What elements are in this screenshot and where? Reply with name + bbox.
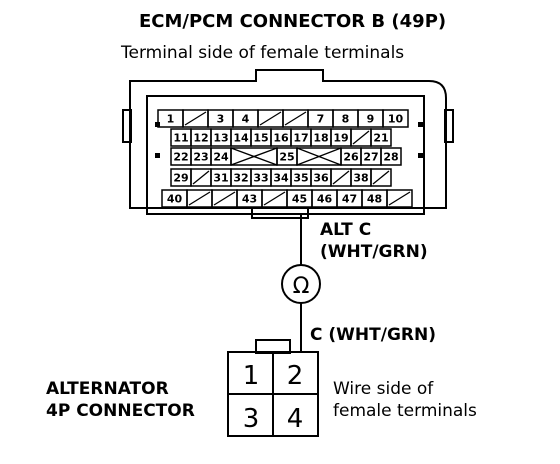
note-line2: female terminals	[333, 401, 477, 421]
ecm-pin-blank-x-line	[296, 147, 342, 166]
ecm-pin-number: 38	[353, 172, 368, 185]
ecm-pin-number: 11	[173, 132, 188, 145]
ecm-pin-empty-slash	[263, 191, 286, 206]
ecm-pin-number: 15	[253, 132, 268, 145]
ecm-pin-empty-slash	[184, 111, 207, 126]
ecm-pin-cell	[386, 189, 413, 208]
ecm-left-marker-bottom	[155, 153, 160, 158]
ecm-pin-empty-slash	[213, 191, 236, 206]
ecm-pin-empty-slash	[192, 170, 210, 185]
ecm-pin-number: 13	[213, 132, 228, 145]
ecm-pin-number: 18	[313, 132, 328, 145]
ecm-pin-number: 23	[193, 151, 208, 164]
diagram-title: ECM/PCM CONNECTOR B (49P)	[139, 11, 447, 32]
ecm-pin-number: 1	[167, 113, 175, 126]
ecm-pin-blank-x-line	[230, 147, 278, 166]
ecm-pin-number: 21	[373, 132, 388, 145]
alternator-pin-1: 1	[243, 361, 260, 391]
ecm-connector-housing	[129, 69, 447, 209]
ecm-pin-number: 22	[173, 151, 188, 164]
ecm-pin-empty-slash	[259, 111, 282, 126]
ecm-pin-number: 7	[317, 113, 325, 126]
alternator-title-line1: ALTERNATOR	[46, 379, 169, 399]
ecm-pin-empty-slash	[372, 170, 390, 185]
ecm-connector-body	[146, 95, 425, 215]
ecm-pin-number: 19	[333, 132, 348, 145]
ecm-pin-empty-slash	[188, 191, 211, 206]
ecm-pin-number: 9	[367, 113, 375, 126]
wire-alt-c-name: ALT C	[320, 220, 372, 240]
ecm-right-marker-top	[418, 122, 423, 127]
ohm-symbol: Ω	[293, 274, 310, 299]
ecm-pin-number: 32	[233, 172, 248, 185]
ecm-pin-number: 27	[363, 151, 378, 164]
diagram-subtitle: Terminal side of female terminals	[121, 43, 405, 63]
ecm-pin-number: 46	[317, 193, 333, 206]
ecm-pin-number: 48	[367, 193, 382, 206]
ecm-pin-empty-slash	[388, 191, 411, 206]
wire-c-label: C (WHT/GRN)	[310, 325, 436, 345]
ecm-pin-number: 26	[343, 151, 359, 164]
ecm-pin-empty-slash	[352, 130, 370, 145]
ecm-pin-number: 3	[217, 113, 225, 126]
ecm-pin-number: 16	[273, 132, 289, 145]
ecm-pin-number: 17	[293, 132, 308, 145]
ecm-pin-empty-slash	[284, 111, 307, 126]
ecm-pin-number: 25	[279, 151, 294, 164]
alternator-pin-2: 2	[287, 361, 304, 391]
ecm-pin-cell	[382, 109, 409, 128]
alternator-title-line2: 4P CONNECTOR	[46, 401, 195, 421]
ecm-pin-number: 8	[342, 113, 350, 126]
ecm-pin-number: 33	[253, 172, 268, 185]
ecm-pin-number: 45	[292, 193, 307, 206]
wire-alt-c-color: (WHT/GRN)	[320, 242, 428, 262]
ecm-pin-cell	[370, 128, 392, 147]
ecm-pin-number: 35	[293, 172, 308, 185]
ecm-pin-number: 36	[313, 172, 329, 185]
ecm-left-latch	[122, 109, 132, 143]
ecm-right-latch	[444, 109, 454, 143]
ecm-pin-number: 47	[342, 193, 357, 206]
ecm-right-marker-bottom	[418, 153, 423, 158]
alternator-pin-3: 3	[243, 404, 260, 434]
ecm-pin-number: 40	[167, 193, 183, 206]
ecm-pin-number: 14	[233, 132, 249, 145]
ecm-pin-number: 10	[388, 113, 404, 126]
ecm-pin-number: 12	[193, 132, 208, 145]
ecm-pin-empty-slash	[332, 170, 350, 185]
ecm-pin-number: 24	[213, 151, 229, 164]
ecm-pin-number: 43	[242, 193, 257, 206]
ecm-connector-key	[251, 207, 309, 219]
ecm-pin-number: 4	[242, 113, 250, 126]
ecm-pin-cell	[370, 168, 392, 187]
alternator-pin-4: 4	[287, 404, 304, 434]
ecm-pin-number: 29	[173, 172, 188, 185]
ecm-pin-number: 28	[383, 151, 398, 164]
ecm-pin-cell	[380, 147, 402, 166]
note-line1: Wire side of	[333, 379, 434, 399]
ecm-pin-number: 31	[213, 172, 228, 185]
ecm-pin-number: 34	[273, 172, 289, 185]
